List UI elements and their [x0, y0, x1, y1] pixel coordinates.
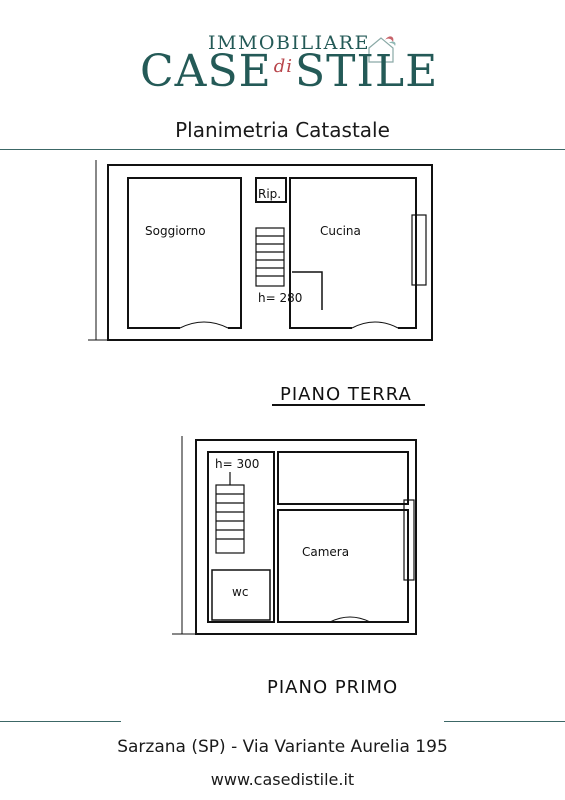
upper-room-walls [277, 451, 409, 505]
wc-walls [211, 569, 271, 621]
camera-walls [277, 509, 409, 623]
floor-label-primo: PIANO PRIMO [267, 677, 399, 698]
house-icon [368, 36, 396, 63]
room-label-cucina: Cucina [320, 224, 361, 238]
logo-immobiliare: IMMOBILIARE [208, 32, 370, 54]
cucina-partition [292, 271, 323, 310]
floor-plans: Soggiorno Rip. Cucina h= 280 h= 300 Came… [88, 160, 433, 635]
camera-window [403, 499, 415, 581]
bottom-divider-left [0, 721, 121, 722]
height-note-ground: h= 280 [258, 291, 302, 305]
room-label-soggiorno: Soggiorno [145, 224, 206, 238]
height-note-first: h= 300 [215, 457, 259, 471]
room-label-wc: wc [232, 585, 248, 599]
stair-wc-walls [207, 451, 275, 623]
page-title: Planimetria Catastale [175, 118, 390, 142]
rip-walls [255, 177, 287, 203]
first-floor-plan [172, 436, 417, 635]
soggiorno-walls [127, 177, 242, 329]
logo-stile: STILE [294, 46, 439, 97]
ground-stairs [255, 227, 285, 287]
cucina-window [411, 214, 427, 286]
cucina-walls [289, 177, 417, 329]
floor-label-terra: PIANO TERRA [280, 384, 412, 405]
first-outer-wall [195, 439, 417, 635]
room-label-rip: Rip. [258, 187, 281, 201]
room-label-camera: Camera [302, 545, 349, 559]
address-text: Sarzana (SP) - Via Variante Aurelia 195 [117, 737, 448, 757]
ground-floor-plan [88, 160, 433, 341]
logo-di: di [273, 56, 293, 77]
first-stairs [215, 472, 245, 554]
logo-case: CASE [140, 46, 272, 97]
top-divider [0, 149, 565, 150]
website-link[interactable]: www.casedistile.it [210, 770, 355, 789]
ground-outer-wall [107, 164, 433, 341]
bottom-divider-right [444, 721, 565, 722]
